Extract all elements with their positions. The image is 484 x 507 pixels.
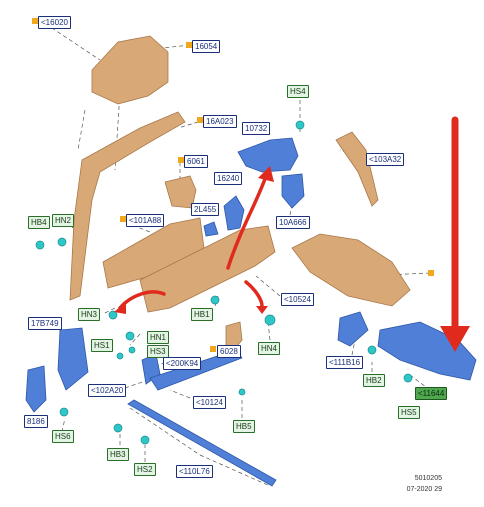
leader-dot	[178, 157, 184, 163]
part-label-16A023[interactable]: 16A023	[203, 115, 237, 128]
part-label-16020[interactable]: <16020	[38, 16, 71, 29]
bracket-2L455	[203, 221, 219, 237]
curved-arrow-down	[244, 280, 264, 308]
crossmember-11644	[377, 321, 477, 381]
diagram-code: 5010205	[414, 475, 442, 482]
leader-dot	[210, 346, 216, 352]
part-label-110L76[interactable]: <110L76	[176, 465, 213, 478]
part-label-111B16[interactable]: <111B16	[326, 356, 364, 369]
fastener-label-hn4[interactable]: HN4	[258, 342, 281, 355]
shock-tower-bracket	[164, 175, 197, 209]
bracket-17B749	[57, 327, 89, 391]
leader-dot	[120, 216, 126, 222]
fastener-label-hn1[interactable]: HN1	[147, 331, 170, 344]
fastener-label-hn3[interactable]: HN3	[78, 308, 101, 321]
part-label-101A88[interactable]: <101A88	[126, 214, 165, 227]
bracket-10A666	[281, 173, 305, 209]
top-cowl-panel	[91, 35, 169, 105]
part-label-6028[interactable]: 6028	[217, 345, 241, 358]
fastener-hs5	[403, 373, 413, 383]
part-label-10A666[interactable]: 10A666	[276, 216, 310, 229]
part-label-10124[interactable]: <10124	[193, 396, 226, 409]
bracket-111B16	[337, 311, 369, 347]
fastener-hs6	[59, 407, 69, 417]
bracket-16240	[223, 195, 245, 231]
fastener-label-hs5[interactable]: HS5	[398, 406, 420, 419]
fastener-label-hs3[interactable]: HS3	[147, 345, 169, 358]
fastener-label-hn2[interactable]: HN2	[52, 214, 75, 227]
fastener-hb1	[210, 295, 220, 305]
blue-brackets	[25, 137, 477, 487]
part-label-17B749[interactable]: 17B749	[28, 317, 62, 330]
part-label-11644-highlighted[interactable]: <11644	[415, 387, 448, 400]
fastener-label-hb5[interactable]: HB5	[233, 420, 255, 433]
strut-110L76	[127, 399, 277, 487]
left-upper-rail	[69, 111, 186, 301]
fastener-hs3	[128, 346, 136, 354]
curved-arrow-up	[226, 174, 268, 270]
fastener-label-hs2[interactable]: HS2	[134, 463, 156, 476]
fastener-hb2	[367, 345, 377, 355]
part-label-10732[interactable]: 10732	[242, 122, 271, 135]
leader-dot	[32, 18, 38, 24]
part-label-103A32[interactable]: <103A32	[366, 153, 405, 166]
part-label-2L455[interactable]: 2L455	[191, 203, 220, 216]
diagram-date: 07-2020 29	[406, 486, 442, 493]
fastener-label-hs6[interactable]: HS6	[52, 430, 74, 443]
leader-dot	[428, 270, 434, 276]
part-label-16240[interactable]: 16240	[214, 172, 243, 185]
fastener-hn2	[57, 237, 67, 247]
red-arrowheads	[114, 166, 470, 352]
fastener-label-hs1[interactable]: HS1	[91, 339, 113, 352]
right-apron-panel	[291, 233, 411, 307]
fastener-hs2	[140, 435, 150, 445]
part-label-102A20[interactable]: <102A20	[88, 384, 127, 397]
fastener-label-hs4[interactable]: HS4	[287, 85, 309, 98]
fastener-label-hb4[interactable]: HB4	[28, 216, 50, 229]
fastener-hb4	[35, 240, 45, 250]
fastener-hs4	[295, 120, 305, 130]
leader-dot	[186, 42, 192, 48]
fastener-hn1	[125, 331, 135, 341]
part-label-16054[interactable]: 16054	[192, 40, 221, 53]
part-label-6061[interactable]: 6061	[184, 155, 208, 168]
fastener-hb3	[113, 423, 123, 433]
part-label-8186[interactable]: 8186	[24, 415, 48, 428]
bracket-8186	[25, 365, 47, 413]
fasteners	[35, 120, 413, 445]
part-label-200K94[interactable]: <200K94	[163, 357, 202, 370]
fastener-hs1	[116, 352, 124, 360]
body-panels	[69, 35, 411, 353]
fastener-hn4	[264, 314, 276, 326]
fastener-label-hb3[interactable]: HB3	[107, 448, 129, 461]
leader-dot	[197, 117, 203, 123]
right-upper-rail	[335, 131, 379, 207]
bracket-10732	[237, 137, 299, 173]
fastener-hb5	[238, 388, 246, 396]
rail-10124	[149, 349, 243, 391]
fastener-label-hb1[interactable]: HB1	[191, 308, 213, 321]
fastener-label-hb2[interactable]: HB2	[363, 374, 385, 387]
fastener-hn3	[108, 310, 118, 320]
part-label-10524[interactable]: <10524	[281, 293, 314, 306]
